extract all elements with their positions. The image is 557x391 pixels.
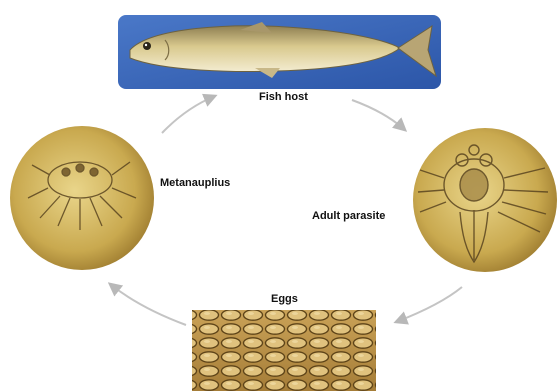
arrow-eggs-to-metanauplius <box>110 284 186 325</box>
adult-parasite-label: Adult parasite <box>312 210 385 222</box>
eggs-label: Eggs <box>271 293 298 305</box>
fish-host-image <box>118 15 441 89</box>
arrow-metanauplius-to-fish <box>162 96 215 133</box>
metanauplius-label: Metanauplius <box>160 177 230 189</box>
eggs-image <box>192 310 376 391</box>
cycle-arrows <box>110 96 462 325</box>
adult-parasite-image <box>413 128 557 272</box>
fish-host-label: Fish host <box>259 91 308 103</box>
arrow-fish-to-adult <box>352 100 405 130</box>
arrow-adult-to-eggs <box>396 287 462 322</box>
metanauplius-image <box>10 126 154 270</box>
